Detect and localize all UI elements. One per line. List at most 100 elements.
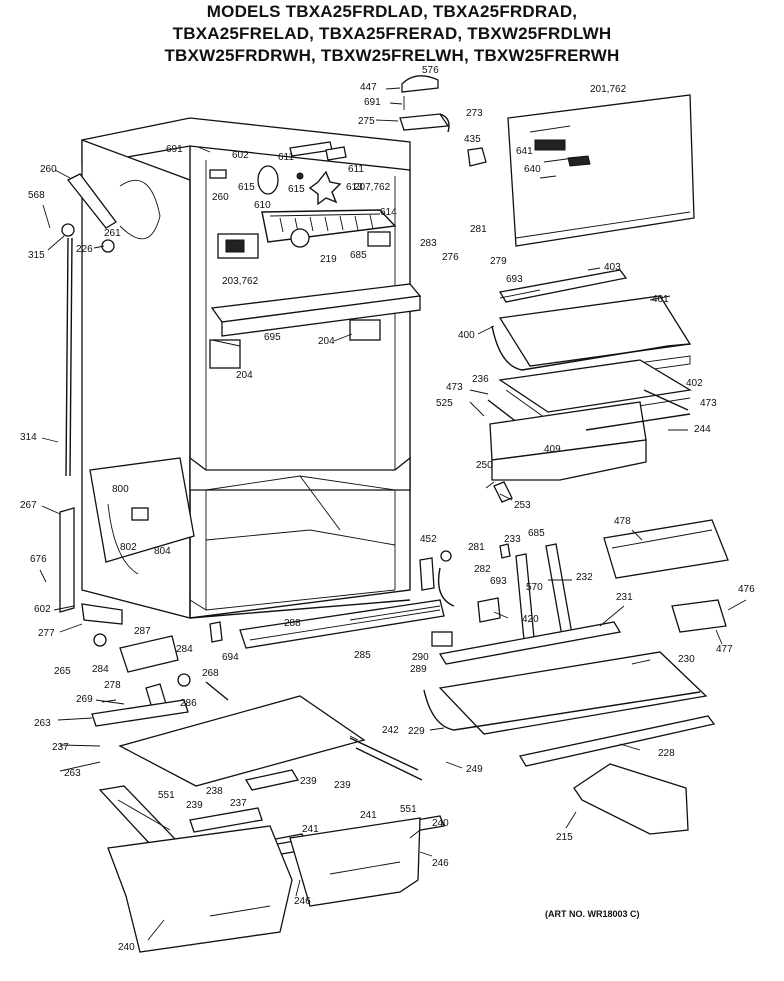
part-label-p800: 800 bbox=[112, 484, 129, 495]
bottom-crispers bbox=[98, 695, 445, 953]
part-label-p241a: 241 bbox=[302, 824, 319, 835]
part-label-p695: 695 bbox=[264, 332, 281, 343]
part-label-p246a: 246 bbox=[432, 858, 449, 869]
part-label-p685b: 685 bbox=[528, 528, 545, 539]
part-label-p473a: 473 bbox=[446, 382, 463, 393]
left-side-parts bbox=[59, 173, 195, 613]
part-label-p476: 476 bbox=[738, 584, 755, 595]
part-label-p244: 244 bbox=[694, 424, 711, 435]
part-label-p402: 402 bbox=[686, 378, 703, 389]
part-label-p233: 233 bbox=[504, 534, 521, 545]
part-label-p230: 230 bbox=[678, 654, 695, 665]
part-label-p263a: 263 bbox=[34, 718, 51, 729]
freezer-shelves bbox=[487, 269, 692, 503]
part-label-p236: 236 bbox=[472, 374, 489, 385]
part-label-p276: 276 bbox=[442, 252, 459, 263]
part-label-p232: 232 bbox=[576, 572, 593, 583]
part-label-p693b: 693 bbox=[490, 576, 507, 587]
part-label-p400: 400 bbox=[458, 330, 475, 341]
part-label-p576: 576 bbox=[422, 65, 439, 76]
part-label-p207: 207,762 bbox=[354, 182, 391, 193]
part-label-p691a: 691 bbox=[364, 97, 381, 108]
part-label-p640: 640 bbox=[524, 164, 541, 175]
part-label-p477: 477 bbox=[716, 644, 733, 655]
part-label-p610: 610 bbox=[254, 200, 271, 211]
part-label-p452: 452 bbox=[420, 534, 437, 545]
part-label-p237a: 237 bbox=[52, 742, 69, 753]
part-label-p260b: 260 bbox=[212, 192, 229, 203]
fresh-food-shelves bbox=[423, 519, 729, 835]
part-label-p263b: 263 bbox=[64, 768, 81, 779]
lower-left-parts bbox=[81, 603, 229, 727]
top-control-parts bbox=[399, 75, 487, 167]
part-label-p289: 289 bbox=[410, 664, 427, 675]
diagram-title-line-1: MODELS TBXA25FRDLAD, TBXA25FRDRAD, bbox=[206, 2, 578, 21]
part-label-p228: 228 bbox=[658, 748, 675, 759]
evaporator-assembly bbox=[217, 209, 397, 259]
part-label-p288: 288 bbox=[284, 618, 301, 629]
part-label-p273: 273 bbox=[466, 108, 483, 119]
part-label-p314: 314 bbox=[20, 432, 37, 443]
part-label-p238: 238 bbox=[206, 786, 223, 797]
part-label-p261: 261 bbox=[104, 228, 121, 239]
part-label-p265: 265 bbox=[54, 666, 71, 677]
part-label-p231: 231 bbox=[616, 592, 633, 603]
diagram-title-line-2: TBXA25FRELAD, TBXA25FRERAD, TBXW25FRDLWH bbox=[172, 24, 612, 43]
part-label-p269: 269 bbox=[76, 694, 93, 705]
part-label-p250: 250 bbox=[476, 460, 493, 471]
part-label-p570: 570 bbox=[526, 582, 543, 593]
part-label-p473b: 473 bbox=[700, 398, 717, 409]
part-label-p268: 268 bbox=[202, 668, 219, 679]
part-label-p420: 420 bbox=[522, 614, 539, 625]
part-label-p284a: 284 bbox=[176, 644, 193, 655]
freezer-rails bbox=[209, 283, 422, 369]
part-label-p403: 403 bbox=[604, 262, 621, 273]
part-label-p240b: 240 bbox=[118, 942, 135, 953]
part-label-p249: 249 bbox=[466, 764, 483, 775]
part-label-p614: 614 bbox=[380, 207, 397, 218]
part-label-p242: 242 bbox=[382, 725, 399, 736]
part-label-p435: 435 bbox=[464, 134, 481, 145]
part-label-p203: 203,762 bbox=[222, 276, 259, 287]
part-label-p685a: 685 bbox=[350, 250, 367, 261]
part-label-p229: 229 bbox=[408, 726, 425, 737]
part-label-p641: 641 bbox=[516, 146, 533, 157]
part-label-p283: 283 bbox=[420, 238, 437, 249]
art-number: (ART NO. WR18003 C) bbox=[545, 909, 640, 919]
part-label-p226: 226 bbox=[76, 244, 93, 255]
part-label-p401: 401 bbox=[652, 294, 669, 305]
part-label-p204b: 204 bbox=[236, 370, 253, 381]
part-label-p281b: 281 bbox=[468, 542, 485, 553]
part-label-p275: 275 bbox=[358, 116, 375, 127]
part-label-p802: 802 bbox=[120, 542, 137, 553]
part-label-p246b: 246 bbox=[294, 896, 311, 907]
part-label-p804: 804 bbox=[154, 546, 171, 557]
part-label-p201: 201,762 bbox=[590, 84, 627, 95]
part-label-p241b: 241 bbox=[360, 810, 377, 821]
fan-motor-parts bbox=[209, 141, 347, 206]
part-label-p611b: 611 bbox=[348, 164, 364, 175]
part-label-p551a: 551 bbox=[158, 790, 175, 801]
part-label-p693a: 693 bbox=[506, 274, 523, 285]
part-label-p281a: 281 bbox=[470, 224, 487, 235]
part-label-p260a: 260 bbox=[40, 164, 57, 175]
part-label-p290: 290 bbox=[412, 652, 429, 663]
part-label-p253: 253 bbox=[514, 500, 531, 511]
part-label-p315: 315 bbox=[28, 250, 45, 261]
part-label-p286: 286 bbox=[180, 698, 197, 709]
part-label-p282: 282 bbox=[474, 564, 491, 575]
part-label-p237b: 237 bbox=[230, 798, 247, 809]
fresh-food-center-parts bbox=[239, 543, 573, 649]
part-label-p447: 447 bbox=[360, 82, 377, 93]
part-label-p267: 267 bbox=[20, 500, 37, 511]
part-label-p694: 694 bbox=[222, 652, 239, 663]
part-label-p285: 285 bbox=[354, 650, 371, 661]
part-label-p239b: 239 bbox=[334, 780, 351, 791]
part-label-p219: 219 bbox=[320, 254, 337, 265]
part-label-p615b: 615 bbox=[288, 184, 305, 195]
part-label-p287: 287 bbox=[134, 626, 151, 637]
part-label-p615a: 615 bbox=[238, 182, 255, 193]
diagram-title-line-3: TBXW25FRDRWH, TBXW25FRELWH, TBXW25FRERWH bbox=[164, 46, 620, 65]
